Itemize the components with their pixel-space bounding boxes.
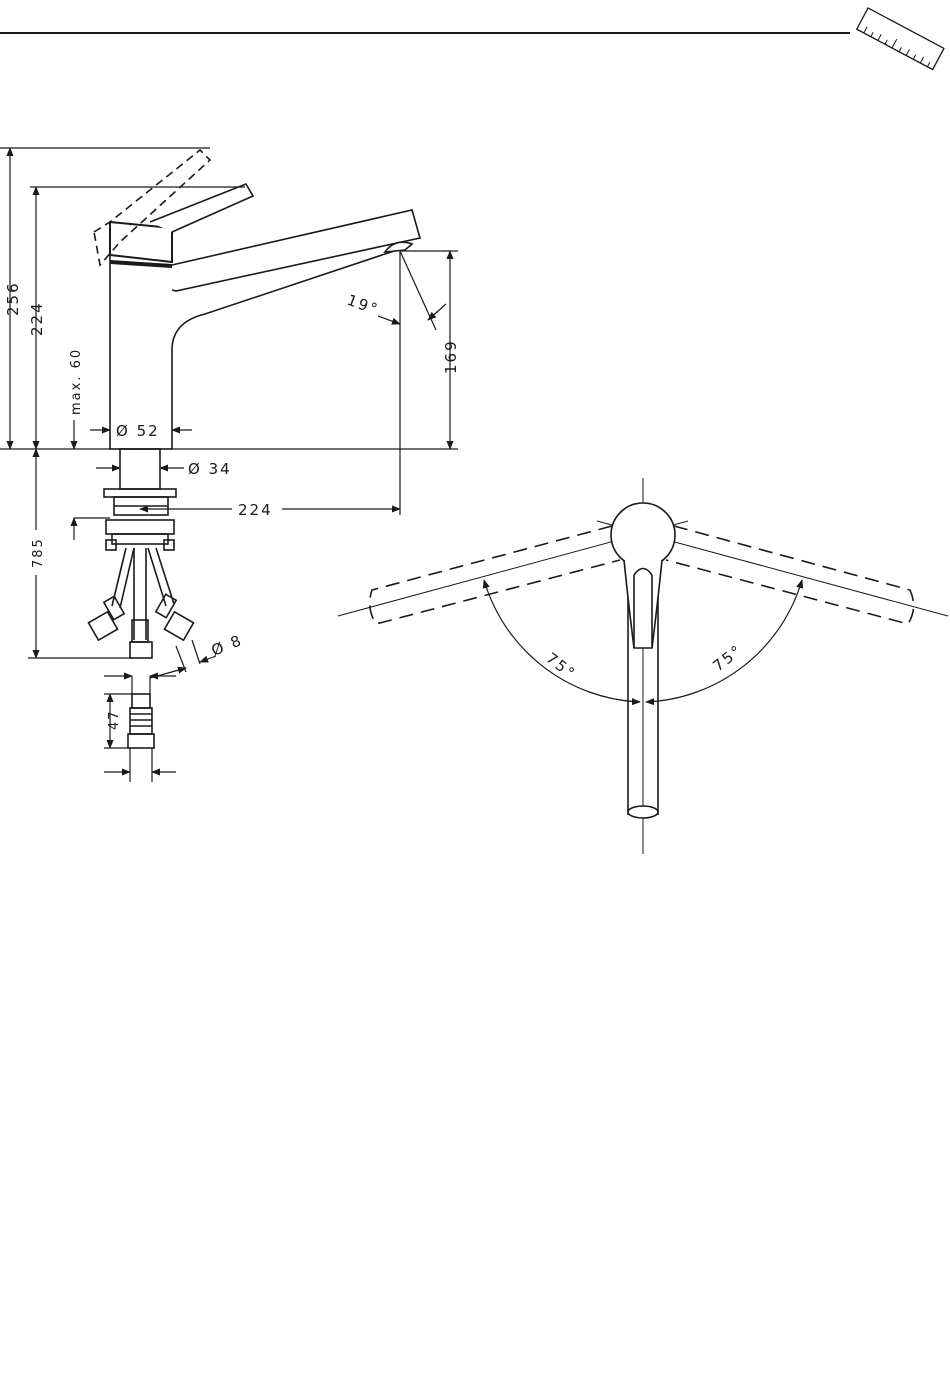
spout [172, 210, 420, 291]
dim-outlet-height: 169 [442, 339, 460, 374]
lever-handle [150, 184, 253, 232]
dim-max-counter: max. 60 [69, 348, 84, 415]
mount-washer [106, 520, 174, 534]
dim-body-diameter: Ø 52 [116, 422, 160, 440]
dim-spout-reach: 224 [238, 501, 273, 519]
shank [120, 449, 160, 489]
dim-hose-diameter: Ø 8 [209, 631, 246, 660]
connector-part [128, 694, 154, 748]
angle-right-label: 75° [709, 641, 746, 675]
dim-total-height: 256 [4, 281, 22, 316]
fitting-right [164, 612, 193, 640]
angle-arc-right [646, 580, 802, 702]
fitting-center [130, 642, 152, 658]
spout-right-dashed [666, 526, 914, 624]
angle-arc-left [484, 580, 640, 702]
hose-block [112, 534, 168, 544]
swivel-base [611, 503, 675, 567]
dim-spout-height: 224 [28, 301, 46, 336]
dim-connector-length: 47 [107, 709, 122, 730]
dim-hose-length: 785 [31, 537, 46, 568]
fitting-left [88, 612, 117, 640]
hose-center [134, 548, 146, 640]
mount-plate [104, 489, 176, 497]
lever-housing [110, 222, 172, 262]
faucet-body [110, 244, 412, 449]
dim-shank-diameter: Ø 34 [188, 460, 232, 478]
ruler-icon [857, 8, 944, 70]
spout-tip [628, 806, 658, 818]
top-view [338, 478, 948, 854]
lever-top [624, 560, 662, 648]
lever-ring [110, 262, 172, 266]
dim-spout-angle: 19° [345, 291, 382, 319]
